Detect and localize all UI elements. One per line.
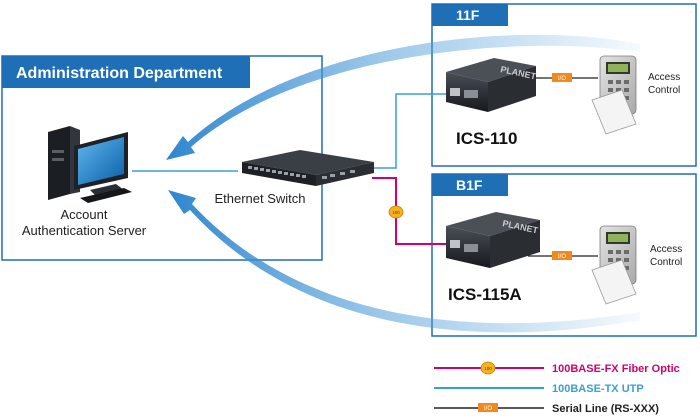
access-bottom-label-line2: Control xyxy=(650,257,682,268)
server-label-line1: Account xyxy=(61,207,108,222)
access-reader-bottom-icon xyxy=(591,225,637,305)
legend-serial-badge: I/O xyxy=(484,406,492,412)
ics-110-device-icon: PLANET xyxy=(446,58,537,112)
access-bottom-label-line1: Access xyxy=(650,244,682,255)
floor-11f-title: 11F xyxy=(456,7,480,23)
ethernet-switch-icon xyxy=(242,150,374,186)
switch-ports xyxy=(248,166,355,179)
legend-fiber-badge: 100 xyxy=(484,366,492,371)
legend-utp-label: 100BASE-TX UTP xyxy=(552,383,644,395)
admin-area: Administration Department xyxy=(1,55,323,261)
legend-item-serial: I/O Serial Line (RS-XXX) xyxy=(434,403,659,415)
admin-area-title: Administration Department xyxy=(16,65,223,82)
link-fiber-switch-ics115a: 100 xyxy=(372,177,446,245)
legend-item-fiber: 100 100BASE-FX Fiber Optic xyxy=(434,361,680,375)
access-top-label-line2: Control xyxy=(648,85,680,96)
legend-item-utp: 100BASE-TX UTP xyxy=(434,383,644,395)
flow-arrow-bottom xyxy=(168,190,640,333)
flow-arrow-top xyxy=(166,34,640,160)
floor-b1f-area: B1F xyxy=(431,173,697,337)
legend: 100 100BASE-FX Fiber Optic 100BASE-TX UT… xyxy=(434,361,680,415)
access-reader-top-icon xyxy=(591,55,637,135)
access-top-label-line1: Access xyxy=(648,72,680,83)
server-computer-icon xyxy=(48,126,132,203)
ics-115a-device-icon: PLANET xyxy=(446,212,540,268)
legend-fiber-label: 100BASE-FX Fiber Optic xyxy=(552,363,680,375)
switch-label: Ethernet Switch xyxy=(214,191,305,206)
ics-110-label: ICS-110 xyxy=(456,129,517,148)
legend-serial-label: Serial Line (RS-XXX) xyxy=(552,403,659,415)
floor-b1f-title: B1F xyxy=(456,177,483,193)
ics-115a-label: ICS-115A xyxy=(448,285,522,304)
serial-badge-top-text: I/O xyxy=(558,76,566,82)
server-label-line2: Authentication Server xyxy=(22,223,147,238)
fiber-badge-text: 100 xyxy=(392,210,400,215)
floor-11f-area: 11F xyxy=(431,3,697,167)
link-utp-switch-ics110 xyxy=(372,93,446,169)
link-serial-ics115a-access: I/O xyxy=(528,251,598,260)
serial-badge-bottom-text: I/O xyxy=(558,254,566,260)
